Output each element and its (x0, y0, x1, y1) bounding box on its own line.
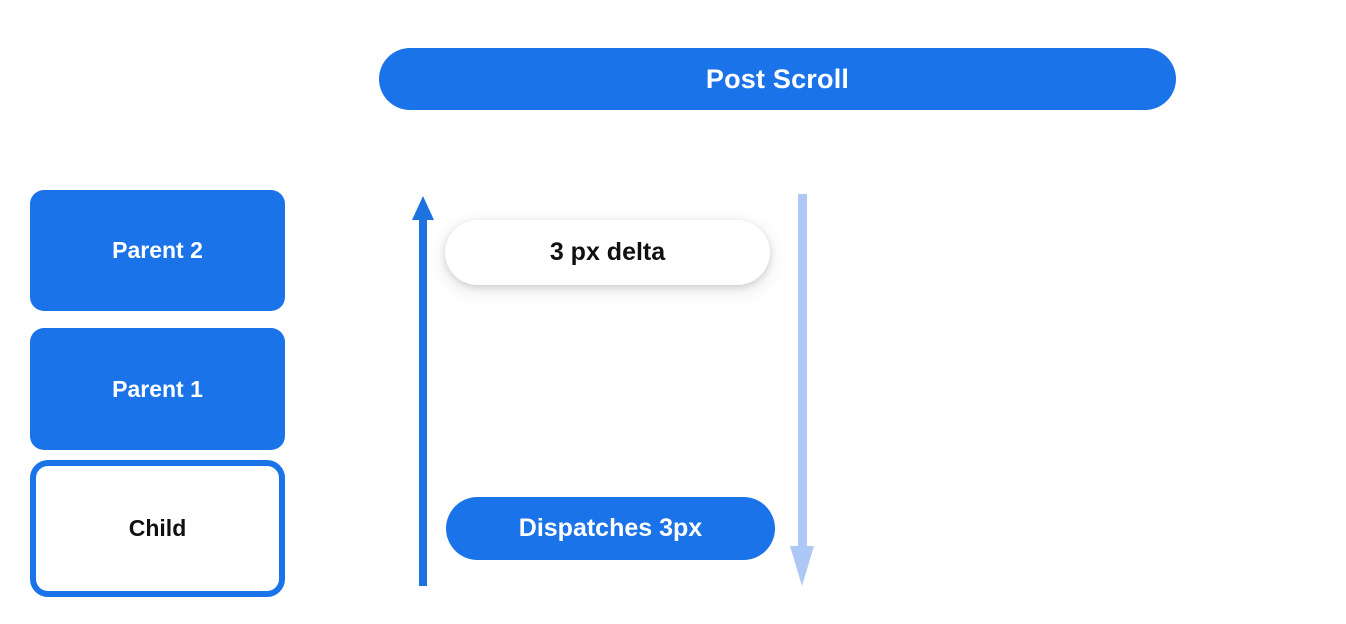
node-parent-2-label: Parent 2 (112, 237, 203, 263)
dispatch-callout-pill: Dispatches 3px (446, 497, 775, 560)
node-child-label: Child (128, 515, 187, 541)
delta-callout-label: 3 px delta (549, 238, 666, 266)
node-parent-2[interactable]: Parent 2 (30, 190, 285, 311)
dispatch-down-arrow-icon (790, 194, 814, 586)
page-title: Post Scroll (705, 63, 850, 94)
bubble-up-arrow-icon (412, 196, 434, 586)
node-parent-1[interactable]: Parent 1 (30, 328, 285, 450)
node-parent-1-label: Parent 1 (112, 375, 203, 402)
delta-callout-pill: 3 px delta (445, 220, 770, 285)
element-stack: Parent 2 Parent 1 Child (30, 190, 285, 597)
node-child[interactable]: Child (30, 460, 285, 597)
post-scroll-header: Post Scroll (379, 48, 1176, 110)
dispatch-callout-label: Dispatches 3px (518, 514, 703, 542)
